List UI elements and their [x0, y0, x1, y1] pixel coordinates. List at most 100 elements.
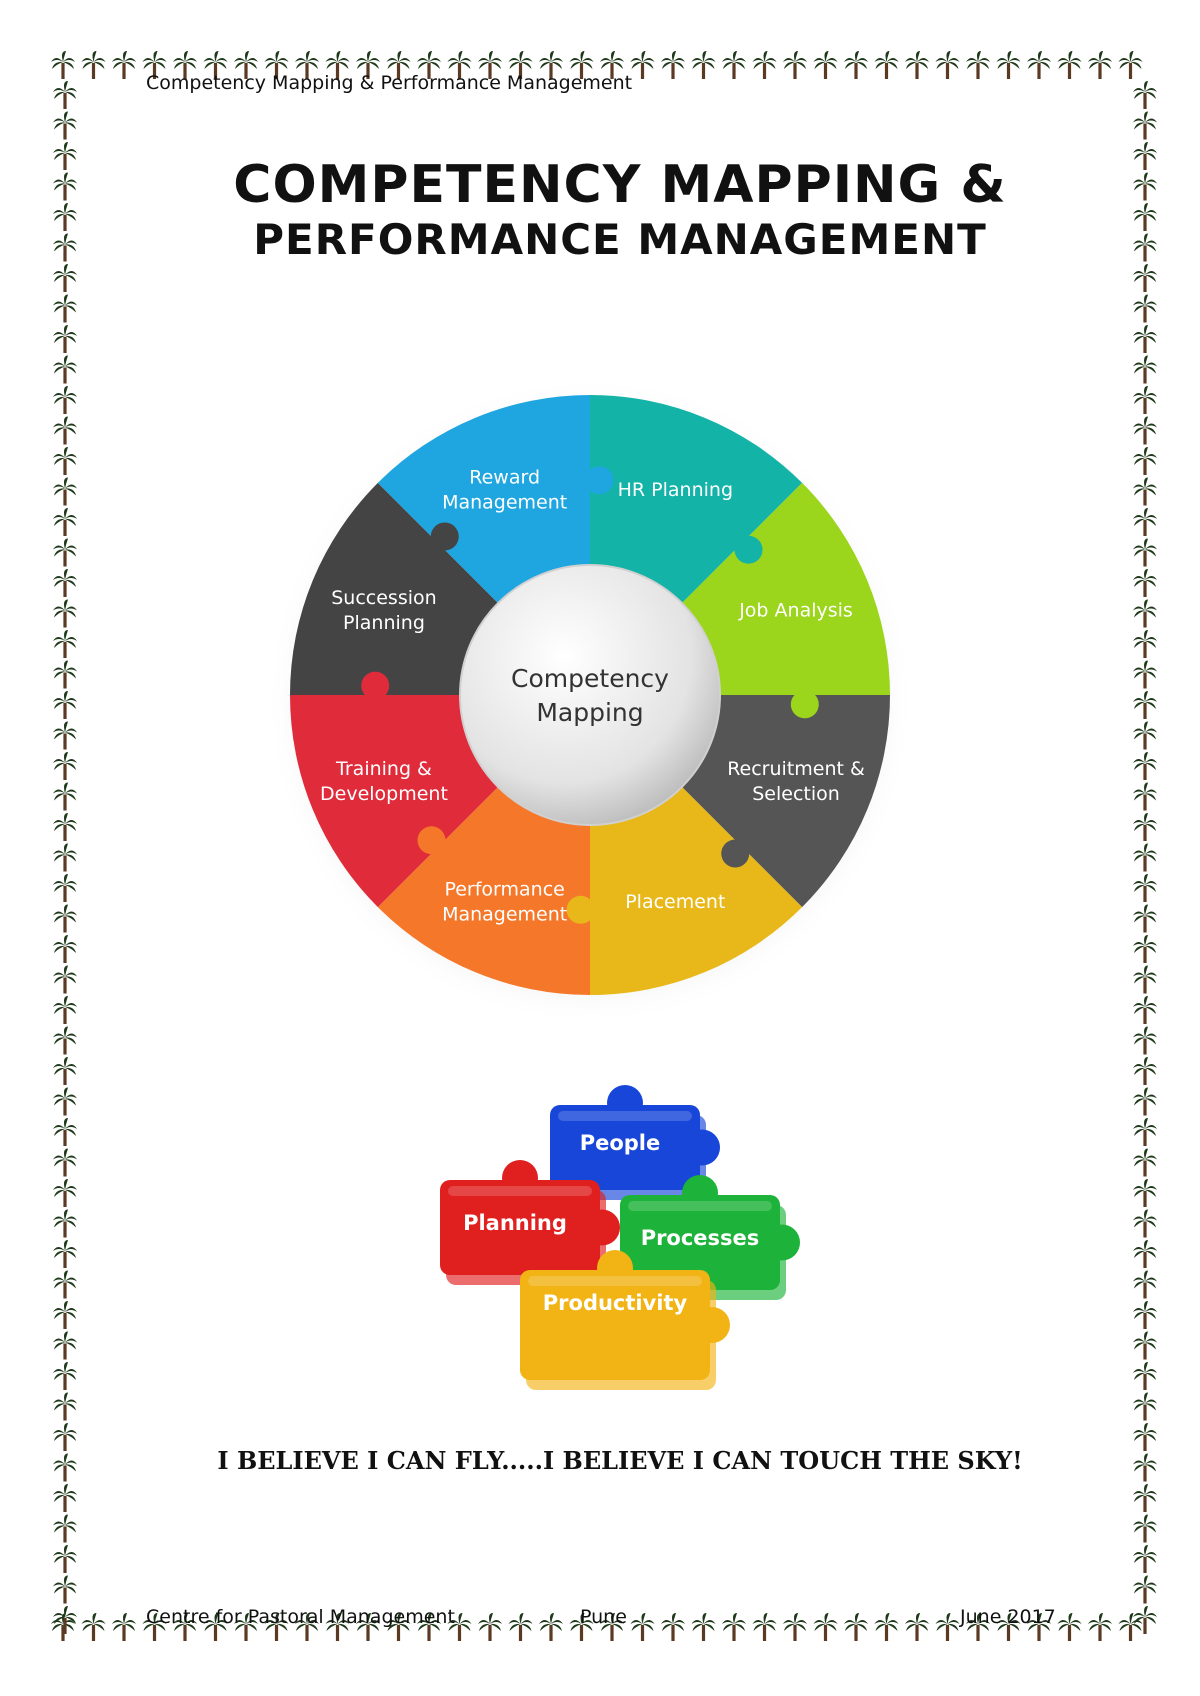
- palm-tree-icon: [1027, 51, 1051, 79]
- wheel-segment-notch: [361, 671, 390, 700]
- palm-tree-icon: [661, 1613, 685, 1641]
- wheel-segment: [290, 695, 499, 908]
- palm-tree-icon: [53, 264, 77, 292]
- palm-tree-icon: [1133, 1026, 1157, 1055]
- palm-tree-icon: [752, 51, 777, 79]
- palm-tree-icon: [53, 1362, 77, 1390]
- palm-tree-icon: [53, 1392, 77, 1421]
- palm-tree-icon: [1133, 569, 1157, 597]
- palm-tree-icon: [661, 51, 685, 79]
- palm-tree-icon: [1133, 1057, 1157, 1085]
- motto-text: I BELIEVE I CAN FLY.....I BELIEVE I CAN …: [217, 1446, 1023, 1475]
- palm-tree-icon: [203, 1613, 228, 1641]
- wheel-hub: [459, 564, 721, 826]
- palm-tree-icon: [53, 996, 77, 1024]
- wheel-segment: [590, 786, 803, 995]
- puzzle-piece-label: Productivity: [543, 1291, 688, 1315]
- palm-tree-icon: [53, 111, 77, 140]
- palm-tree-icon: [844, 1613, 868, 1641]
- palm-tree-icon: [1118, 51, 1143, 79]
- palm-tree-icon: [1133, 447, 1157, 475]
- palm-tree-icon: [53, 81, 77, 109]
- palm-tree-icon: [966, 1613, 990, 1641]
- palm-tree-icon: [51, 51, 75, 79]
- footer-organization: Centre for Pastoral Management: [146, 1606, 455, 1628]
- palm-tree-icon: [53, 660, 77, 689]
- palm-tree-icon: [905, 51, 929, 79]
- palm-tree-icon: [53, 477, 77, 506]
- wheel-segment-notch: [585, 466, 614, 495]
- palm-tree-icon: [53, 325, 77, 353]
- puzzle-piece: [550, 1085, 720, 1200]
- palm-tree-icon: [783, 51, 807, 79]
- wheel-segment-notch: [430, 522, 459, 551]
- palm-tree-icon: [53, 1087, 77, 1116]
- puzzle-piece: [520, 1250, 730, 1390]
- palm-tree-icon: [630, 1613, 655, 1641]
- palm-tree-icon: [53, 935, 77, 963]
- palm-tree-icon: [1133, 1148, 1157, 1177]
- palm-tree-icon: [1133, 721, 1157, 750]
- palm-tree-icon: [1133, 81, 1157, 109]
- palm-tree-icon: [53, 386, 77, 414]
- palm-tree-icon: [53, 904, 77, 933]
- palm-tree-icon: [1118, 1613, 1143, 1641]
- palm-tree-icon: [478, 1613, 502, 1641]
- palm-tree-icon: [53, 1423, 77, 1451]
- palm-tree-icon: [752, 1613, 777, 1641]
- palm-tree-icon: [53, 813, 77, 841]
- palm-tree-icon: [53, 1575, 77, 1604]
- palm-border-top: [48, 48, 1160, 82]
- palm-tree-icon: [53, 355, 77, 384]
- palm-tree-icon: [53, 294, 77, 323]
- palm-tree-icon: [1133, 813, 1157, 841]
- wheel-segment: [377, 395, 590, 604]
- wheel-segment: [681, 695, 890, 908]
- palm-tree-icon: [691, 1613, 716, 1641]
- palm-tree-icon: [1057, 51, 1082, 79]
- palm-tree-icon: [1133, 1179, 1157, 1207]
- palm-tree-icon: [447, 51, 472, 79]
- palm-tree-icon: [356, 51, 380, 79]
- palm-tree-icon: [1133, 1484, 1157, 1512]
- palm-tree-icon: [1133, 904, 1157, 933]
- footer-date: June 2017: [960, 1606, 1056, 1628]
- palm-tree-icon: [1133, 142, 1157, 170]
- palm-tree-icon: [447, 1613, 472, 1641]
- palm-tree-icon: [53, 1209, 77, 1238]
- wheel-segment-label: Recruitment &Selection: [727, 758, 865, 805]
- palm-tree-icon: [1133, 965, 1157, 994]
- palm-tree-icon: [1133, 508, 1157, 536]
- palm-tree-icon: [53, 874, 77, 902]
- page-title-line-2: PERFORMANCE MANAGEMENT: [253, 215, 987, 264]
- palm-tree-icon: [905, 1613, 929, 1641]
- wheel-segment-notch: [734, 535, 763, 564]
- palm-tree-icon: [1133, 233, 1157, 262]
- palm-border-right: [1128, 48, 1162, 1644]
- wheel-segment-label: HR Planning: [618, 479, 733, 501]
- puzzle-piece-label: Planning: [463, 1211, 567, 1235]
- palm-tree-icon: [53, 1118, 77, 1146]
- palm-tree-icon: [508, 1613, 533, 1641]
- palm-tree-icon: [112, 51, 136, 79]
- palm-tree-icon: [1133, 599, 1157, 628]
- palm-tree-icon: [539, 51, 563, 79]
- palm-tree-icon: [1133, 1606, 1157, 1634]
- palm-tree-icon: [53, 142, 77, 170]
- palm-tree-icon: [53, 965, 77, 994]
- palm-tree-icon: [935, 51, 960, 79]
- palm-tree-icon: [142, 51, 167, 79]
- wheel-segment-notch: [566, 895, 595, 924]
- palm-tree-icon: [1133, 264, 1157, 292]
- palm-tree-icon: [1133, 294, 1157, 323]
- palm-tree-icon: [935, 1613, 960, 1641]
- palm-tree-icon: [53, 233, 77, 262]
- palm-tree-icon: [874, 51, 899, 79]
- palm-tree-icon: [1133, 325, 1157, 353]
- palm-tree-icon: [53, 1301, 77, 1329]
- palm-border-left: [48, 48, 82, 1644]
- wheel-segment-notch: [417, 826, 446, 855]
- page-title-line-1: COMPETENCY MAPPING &: [233, 155, 1007, 215]
